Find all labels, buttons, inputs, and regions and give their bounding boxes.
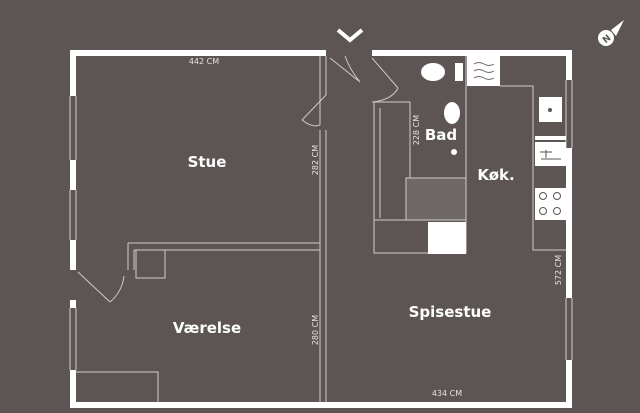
- dishwasher-icon: [535, 142, 566, 166]
- room-label-stue: Stue: [188, 153, 227, 171]
- dimension-bad-height: 228 CM: [412, 115, 421, 145]
- room-label-vaerelse: Værelse: [173, 319, 241, 337]
- compass-icon: N: [598, 20, 624, 46]
- room-label-kokken: Køk.: [477, 166, 514, 184]
- dimension-vaerelse-height: 280 CM: [311, 315, 320, 345]
- windows: [69, 80, 573, 370]
- kitchen: [467, 56, 566, 251]
- dimension-right: 572 CM: [554, 255, 563, 285]
- outer-walls: [70, 50, 572, 408]
- toilet-icon: [421, 63, 445, 81]
- dimension-top: 442 CM: [189, 57, 219, 66]
- drain-icon: [451, 149, 457, 155]
- doors: [77, 55, 399, 303]
- entrance-chevron-icon: [336, 28, 364, 43]
- bathroom-sink-icon: [444, 102, 460, 124]
- stove-icon: [535, 188, 566, 220]
- dimension-bottom: 434 CM: [432, 389, 462, 398]
- dimension-stue-height: 282 CM: [311, 145, 320, 175]
- bathroom: [373, 56, 467, 254]
- room-label-bad: Bad: [425, 126, 457, 144]
- interior-walls: [76, 56, 327, 402]
- room-label-spisestue: Spisestue: [409, 303, 492, 321]
